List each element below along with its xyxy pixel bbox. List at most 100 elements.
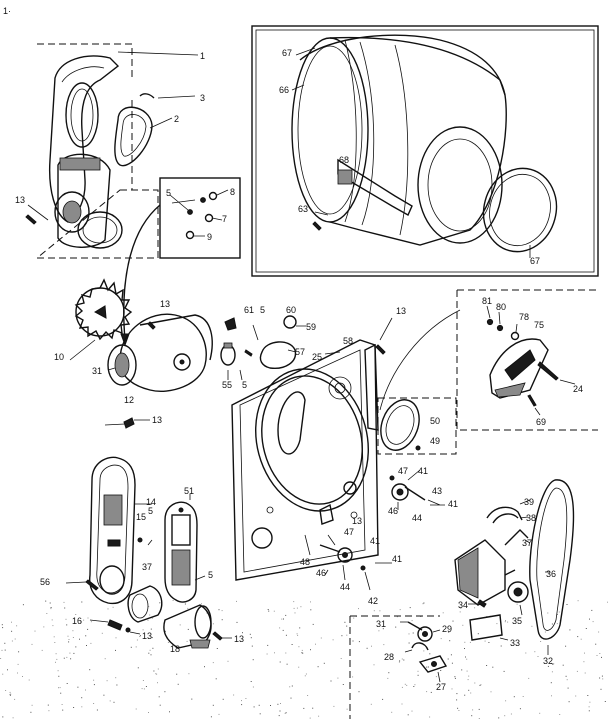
clip-part-3 (139, 93, 155, 99)
scan-noise (0, 600, 608, 719)
callout-label: 31 (92, 366, 102, 376)
shaft-part-31 (407, 621, 423, 631)
callout-label: 67 (282, 48, 292, 58)
callout-label: 9 (207, 232, 212, 242)
screw-icon (125, 627, 131, 633)
screw-icon (200, 197, 206, 203)
washer-icon (185, 230, 195, 240)
callout-label: 5 (208, 570, 213, 580)
lint-screen-part-51 (164, 501, 198, 603)
callout-label: 28 (384, 652, 394, 662)
screw-icon (85, 579, 99, 591)
callout-label: 46 (316, 568, 326, 578)
callout-label: 39 (524, 497, 534, 507)
callout-label: 8 (230, 187, 235, 197)
callout-label: 80 (496, 302, 506, 312)
light-bulb (220, 342, 236, 366)
washer-icon (208, 191, 218, 201)
callout-label: 16 (72, 616, 82, 626)
screw-icon (375, 344, 386, 355)
spring-part-28 (411, 642, 429, 651)
filter-group-box (377, 397, 457, 455)
callout-label: 75 (534, 320, 544, 330)
callout-label: 14 (146, 497, 156, 507)
front-panel (231, 339, 379, 581)
callout-label: 13 (396, 306, 406, 316)
callout-label: 57 (295, 347, 305, 357)
callout-label: 60 (286, 305, 296, 315)
callout-label: 10 (54, 352, 64, 362)
callout-label: 47 (344, 527, 354, 537)
callout-label: 32 (543, 656, 553, 666)
callout-label: 46 (388, 506, 398, 516)
lint-duct-part-14 (89, 456, 136, 605)
callout-label: 51 (184, 486, 194, 496)
screw-icon (415, 445, 421, 451)
blower-housing (107, 313, 213, 392)
door-switch-part-75 (489, 338, 549, 399)
callout-label: 27 (436, 682, 446, 692)
motor-mount-part-33 (469, 614, 503, 641)
screw-icon (312, 221, 322, 231)
callout-label: 68 (339, 155, 349, 165)
spring-part-37 (504, 529, 529, 546)
drive-motor (454, 539, 529, 606)
screw-icon (486, 318, 494, 326)
seal-ring-part-2 (114, 106, 153, 167)
callout-label: 33 (510, 638, 520, 648)
callout-label: 67 (530, 256, 540, 266)
hardware-detail-box (159, 177, 241, 259)
callout-label: 50 (430, 416, 440, 426)
clip-part-12 (123, 417, 135, 429)
callout-label: 7 (222, 214, 227, 224)
callout-label: 5 (260, 305, 265, 315)
door-inner-panel (48, 55, 120, 248)
callout-label: 38 (526, 513, 536, 523)
door-switch-group-box (456, 289, 598, 431)
callout-label: 41 (448, 499, 458, 509)
callout-label: 44 (340, 582, 350, 592)
callout-label: 2 (174, 114, 179, 124)
callout-label: 12 (124, 395, 134, 405)
callout-label: 35 (512, 616, 522, 626)
callout-label: 29 (442, 624, 452, 634)
callout-label: 63 (298, 204, 308, 214)
corner-mark: 1· (3, 6, 11, 16)
screw-icon (496, 324, 504, 332)
filter-part-50 (380, 399, 420, 451)
screw-icon (537, 361, 559, 381)
callout-label: 34 (458, 600, 468, 610)
callout-label: 13 (234, 634, 244, 644)
socket-part-61 (224, 317, 237, 331)
grommet-part-60 (283, 315, 297, 329)
callout-label: 5 (242, 380, 247, 390)
callout-label: 18 (170, 644, 180, 654)
callout-label: 81 (482, 296, 492, 306)
callout-label: 13 (15, 195, 25, 205)
callout-label: 31 (376, 619, 386, 629)
callout-label: 36 (546, 569, 556, 579)
drum (291, 34, 507, 246)
screw-icon (244, 349, 253, 357)
duct-elbow-part-18 (163, 604, 212, 649)
pulley-assembly-upper (389, 475, 426, 501)
callout-label: 5 (166, 188, 171, 198)
callout-label: 15 (136, 512, 146, 522)
callout-label: 48 (300, 557, 310, 567)
screw-icon (187, 209, 193, 215)
screw-icon (477, 599, 487, 608)
callout-label: 41 (370, 536, 380, 546)
washer-icon (510, 331, 520, 341)
motor-bracket-part-39 (486, 506, 523, 524)
nut-icon (204, 213, 214, 223)
callout-label: 3 (200, 93, 205, 103)
callout-label: 49 (430, 436, 440, 446)
screw-icon (137, 537, 143, 543)
callout-label: 78 (519, 312, 529, 322)
callout-label: 43 (432, 486, 442, 496)
callout-label: 66 (279, 85, 289, 95)
callout-label: 24 (573, 384, 583, 394)
door-glass (77, 211, 123, 249)
